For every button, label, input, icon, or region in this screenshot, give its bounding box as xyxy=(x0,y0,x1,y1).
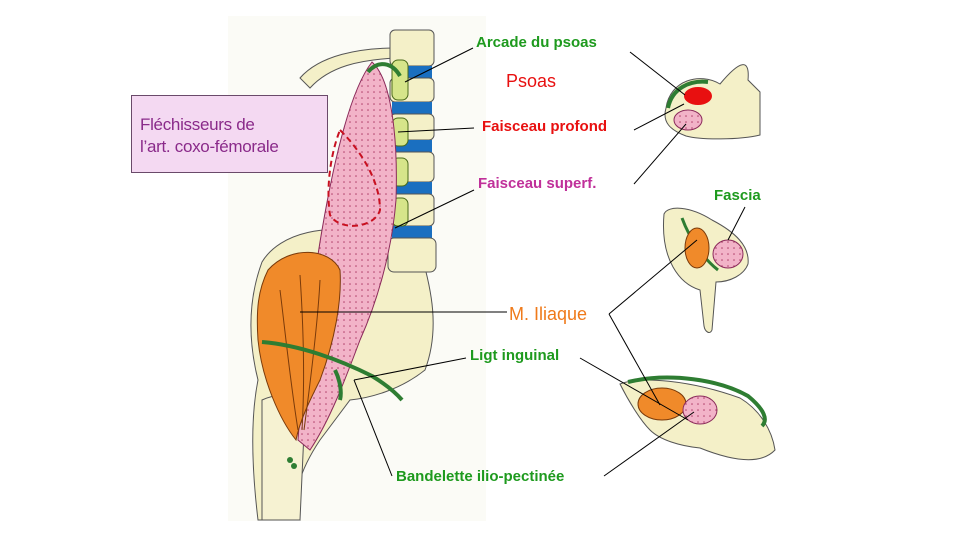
label-arcade-psoas: Arcade du psoas xyxy=(476,34,597,51)
title-line-1: Fléchisseurs de xyxy=(140,115,255,134)
label-psoas: Psoas xyxy=(506,71,557,91)
label-m-iliaque: M. Iliaque xyxy=(509,304,588,324)
section-bottom xyxy=(619,375,776,461)
faisceau-profond-outline xyxy=(327,128,382,227)
title-box: Fléchisseurs de l’art. coxo-fémorale xyxy=(131,95,328,173)
leader-lines xyxy=(300,47,746,477)
label-faisceau-superf: Faisceau superf. xyxy=(478,175,597,192)
inguinal-ligament xyxy=(261,340,404,402)
label-ligt-inguinal: Ligt inguinal xyxy=(470,347,560,364)
main-illustration xyxy=(228,16,486,521)
section-middle xyxy=(662,207,749,334)
title-line-2: l’art. coxo-fémorale xyxy=(140,137,279,156)
label-fascia: Fascia xyxy=(714,187,761,204)
psoas-arcade xyxy=(366,62,402,78)
section-top xyxy=(664,64,761,140)
ilio-pectineal-band xyxy=(333,369,343,401)
label-bandelette: Bandelette ilio-pectinée xyxy=(396,468,565,485)
label-faisceau-profond: Faisceau profond xyxy=(482,118,608,135)
